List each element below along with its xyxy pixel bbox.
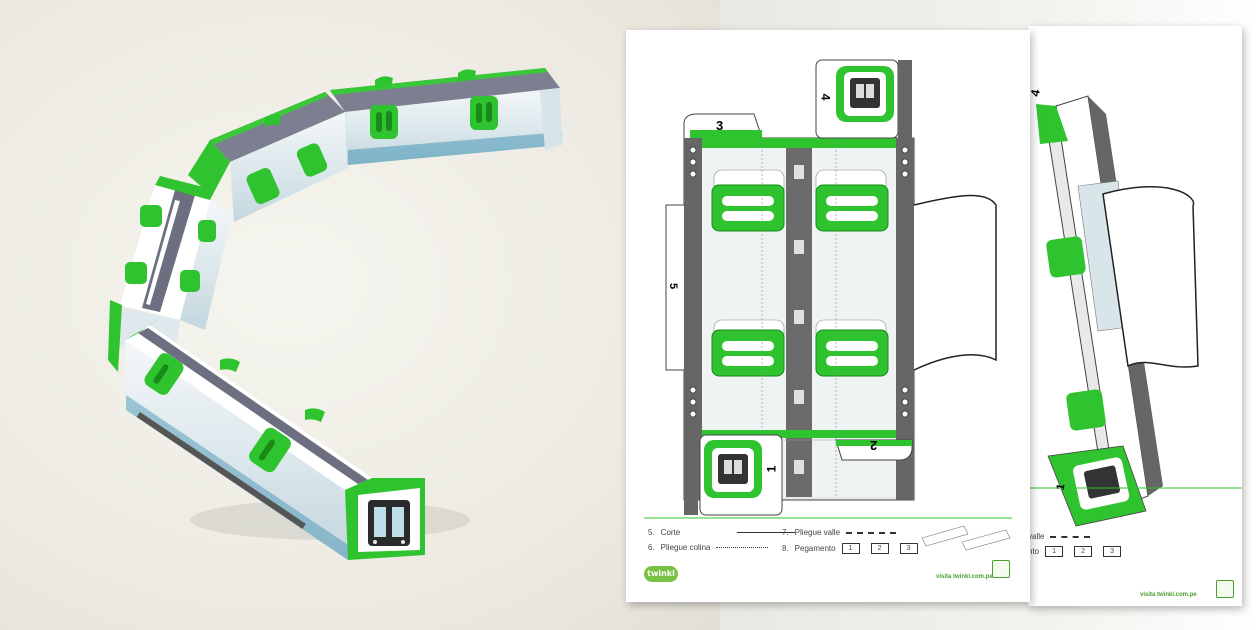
legend-mountain-fold: 6. Pliegue colina	[648, 543, 769, 552]
train-net-diagram	[644, 59, 1012, 519]
back-badge	[1216, 580, 1234, 598]
legend-cut-number: 5.	[648, 528, 655, 537]
legend-glue: 8. Pegamento 1 2 3	[782, 543, 923, 554]
legend-cut: 5. Corte	[648, 528, 795, 537]
glue-box-2: 2	[870, 543, 889, 554]
net-number-1: 1	[764, 465, 779, 473]
back-legend-pegamento: nto 1 2 3	[1028, 546, 1126, 557]
glue-box-1: 1	[841, 543, 860, 554]
brand-url: visita twinkl.com.pe	[936, 574, 993, 580]
legend-mountain-line	[716, 547, 769, 548]
train-car-1	[325, 68, 562, 165]
back-brand-url: visita twinkl.com.pe	[1140, 592, 1197, 598]
legend-valley-label: Pliegue valle	[794, 528, 841, 537]
paper-train-photo	[108, 68, 562, 560]
template-sheet-back: valle nto 1 2 3 visita twinkl.com.pe 4 1	[1028, 26, 1242, 606]
legend-glue-number: 8.	[782, 544, 789, 553]
train-car-4	[125, 318, 425, 560]
template-sheet-front: 3 4 5 1 2 5. Corte 6. Pliegue colina 7. …	[626, 30, 1030, 602]
train-car-2	[188, 92, 348, 222]
back-sheet-net	[1028, 95, 1242, 527]
legend-cut-line	[736, 532, 795, 533]
legend-mountain-number: 6.	[648, 543, 655, 552]
quality-badge	[992, 560, 1010, 578]
legend-valley-line	[846, 531, 897, 534]
back-legend-valle: valle	[1028, 532, 1091, 541]
legend-cut-label: Corte	[660, 528, 681, 537]
legend-glue-label: Pegamento	[794, 544, 836, 553]
twinkl-logo: twinkl	[644, 566, 678, 582]
legend-valley-number: 7.	[782, 528, 789, 537]
net-number-2: 2	[870, 438, 878, 453]
net-number-3: 3	[716, 118, 724, 133]
legend-valley-fold: 7. Pliegue valle	[782, 528, 897, 537]
legend-mountain-label: Pliegue colina	[660, 543, 711, 552]
net-number-4: 4	[818, 93, 833, 101]
net-number-5: 5	[667, 282, 680, 290]
glue-box-3: 3	[899, 543, 918, 554]
